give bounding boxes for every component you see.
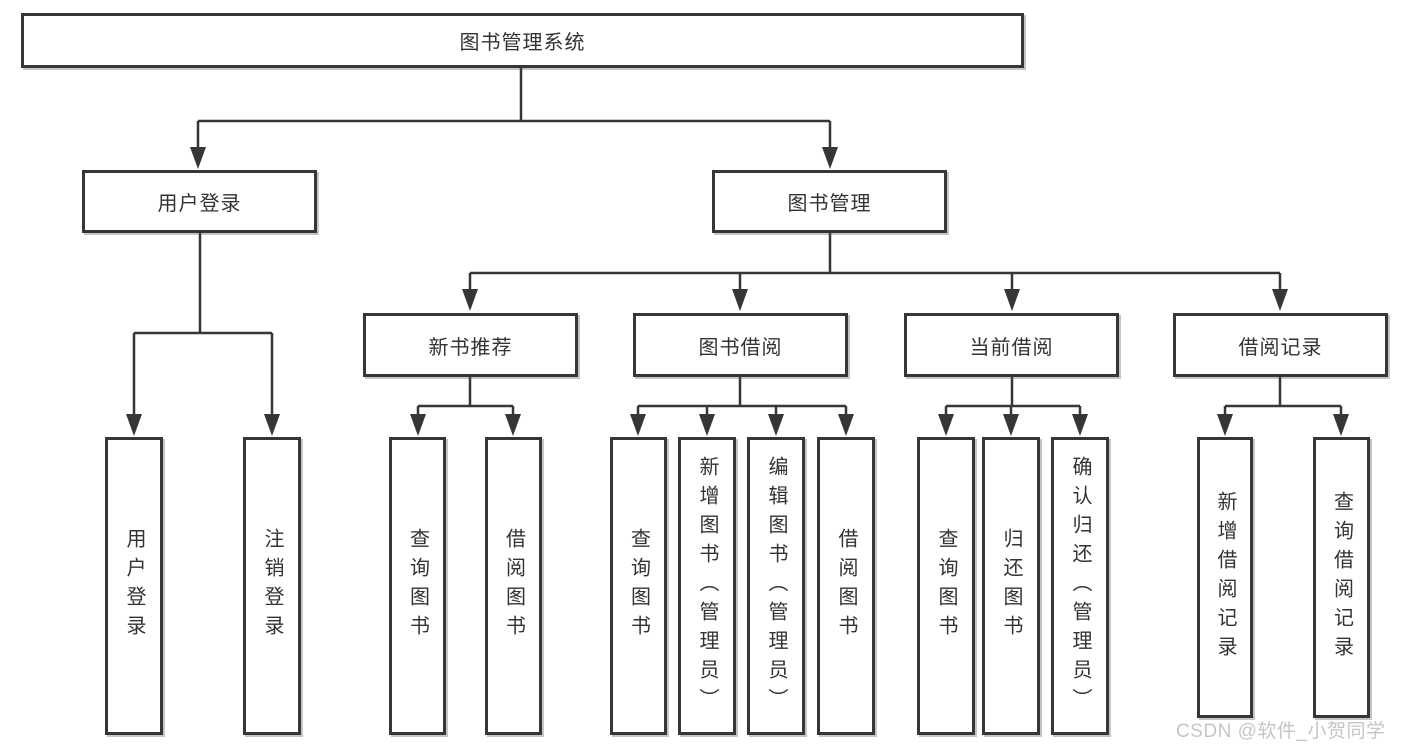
node-label: 用户登录 xyxy=(123,528,145,644)
node-new-book-recommend: 新书推荐 xyxy=(363,313,578,377)
leaf-query-books-borrow: 查询图书 xyxy=(610,437,667,735)
node-library-management-system: 图书管理系统 xyxy=(21,13,1024,68)
node-label: 新增借阅记录 xyxy=(1214,490,1236,665)
leaf-add-borrow-record: 新增借阅记录 xyxy=(1197,437,1253,718)
leaf-query-borrow-record: 查询借阅记录 xyxy=(1313,437,1370,718)
node-label: 图书借阅 xyxy=(698,336,783,359)
node-label: 用户登录 xyxy=(157,193,242,215)
node-label: 编辑图书（管理员） xyxy=(765,455,787,717)
node-book-borrow: 图书借阅 xyxy=(633,313,848,377)
leaf-query-books-newbook: 查询图书 xyxy=(389,437,446,735)
leaf-add-books-admin: 新增图书（管理员） xyxy=(678,437,736,735)
node-label: 当前借阅 xyxy=(969,336,1054,359)
node-label: 查询图书 xyxy=(627,528,650,644)
leaf-edit-books-admin: 编辑图书（管理员） xyxy=(747,437,805,735)
node-borrow-record: 借阅记录 xyxy=(1173,313,1388,377)
node-book-management: 图书管理 xyxy=(712,170,947,233)
node-label: 借阅图书 xyxy=(502,528,525,644)
node-label: 查询图书 xyxy=(935,528,957,644)
leaf-confirm-return-admin: 确认归还（管理员） xyxy=(1051,437,1109,735)
node-user-login: 用户登录 xyxy=(82,170,317,233)
leaf-user-login: 用户登录 xyxy=(105,437,163,735)
node-label: 借阅记录 xyxy=(1238,336,1323,359)
node-label: 图书管理 xyxy=(787,193,872,215)
leaf-return-books: 归还图书 xyxy=(982,437,1040,735)
node-current-borrow: 当前借阅 xyxy=(904,313,1119,377)
node-label: 借阅图书 xyxy=(835,528,857,644)
node-label: 注销登录 xyxy=(261,528,283,644)
leaf-logout: 注销登录 xyxy=(243,437,301,735)
node-label: 新书推荐 xyxy=(428,336,513,359)
node-label: 图书管理系统 xyxy=(459,32,586,54)
csdn-watermark: CSDN @软件_小贺同学 xyxy=(1176,721,1386,742)
leaf-query-books-current: 查询图书 xyxy=(917,437,975,735)
leaf-borrow-books-newbook: 借阅图书 xyxy=(485,437,542,735)
node-label: 查询借阅记录 xyxy=(1330,490,1353,665)
node-label: 新增图书（管理员） xyxy=(696,455,718,717)
node-label: 归还图书 xyxy=(1000,528,1022,644)
node-label: 确认归还（管理员） xyxy=(1069,455,1091,717)
leaf-borrow-books: 借阅图书 xyxy=(817,437,875,735)
node-label: 查询图书 xyxy=(406,528,429,644)
